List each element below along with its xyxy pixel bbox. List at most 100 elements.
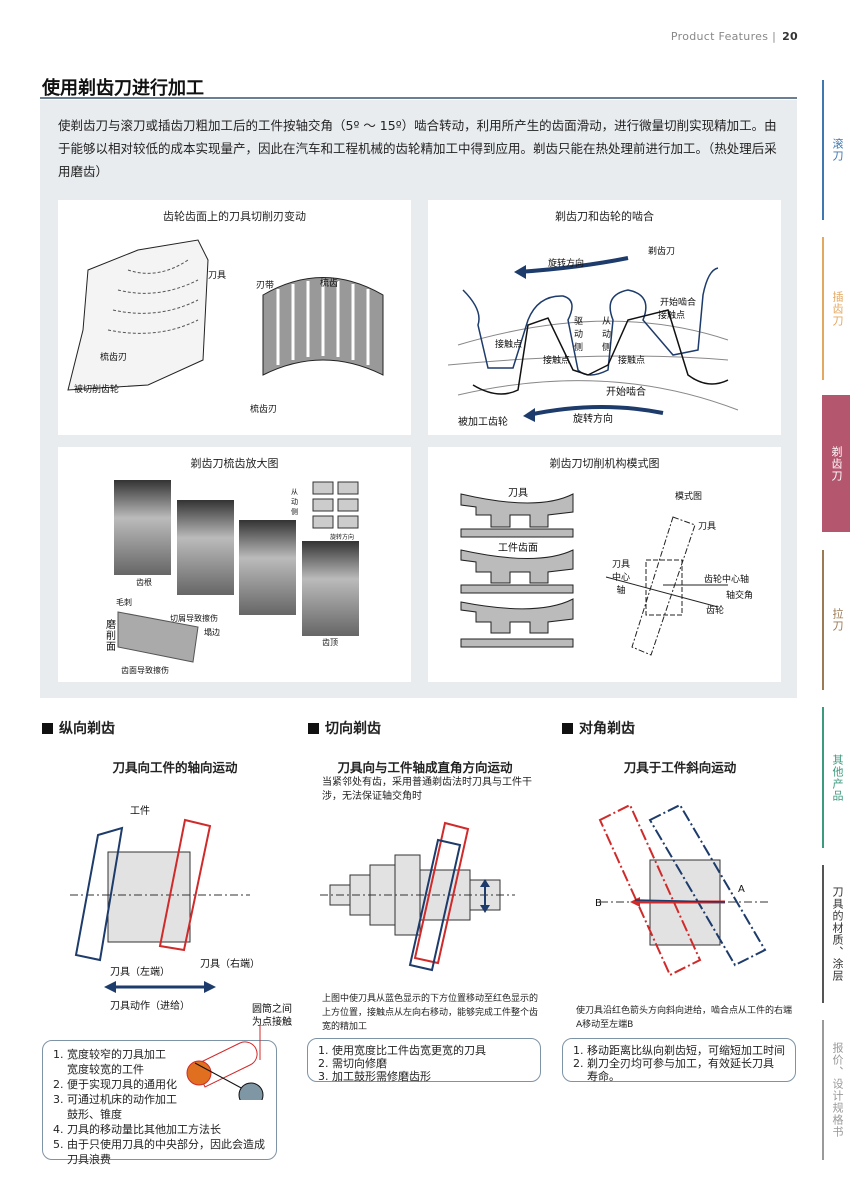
point: 宽度较宽的工件 — [67, 1063, 144, 1076]
side-tab-quote-spec[interactable]: 报价、设计规格书 — [822, 1020, 850, 1160]
label-gear: 齿轮 — [706, 606, 725, 616]
label-serration-edge: 梳齿刃 — [100, 353, 128, 363]
page-number: 20 — [782, 30, 798, 43]
mechanism-diagram — [460, 493, 728, 656]
label-contact: 接触点 — [618, 356, 646, 366]
section-subtitle: 刀具于工件斜向运动 — [623, 760, 737, 775]
label-serration-edge-2: 梳齿刃 — [250, 405, 278, 415]
label-gear-axis: 齿轮中心轴 — [704, 575, 750, 585]
label-workpiece: 工件 — [130, 806, 150, 817]
label-tool-right: 刀具（右端） — [200, 959, 260, 970]
panel-title: 剃齿刀和齿轮的啮合 — [555, 210, 654, 223]
side-tab-materials-coatings[interactable]: 刀具的材质、涂层 — [822, 865, 850, 1003]
point: 5. 由于只使用刀具的中央部分，因此会造成 — [53, 1138, 265, 1151]
tab-label: 滚刀 — [831, 138, 844, 162]
label-point-contact: 圆筒之间为点接触 — [252, 1004, 292, 1028]
serration-micrographs — [114, 480, 359, 663]
section-note: 使刀具沿红色箭头方向斜向进给，啮合点从工件的右端A移动至左端B — [576, 1006, 793, 1030]
label-rollover: 塌边 — [204, 628, 220, 637]
tab-label: 剃齿刀 — [830, 445, 843, 482]
label-tool: 刀具 — [208, 271, 227, 281]
label-tool-axis: 刀具中心轴 — [611, 560, 630, 596]
label-burr: 毛刺 — [116, 598, 132, 607]
gear-cutter-illustration — [67, 239, 384, 391]
label-a: A — [738, 884, 745, 895]
intro-text: 使剃齿刀与滚刀或插齿刀粗加工后的工件按轴交角（5º ～ 15º）啮合转动，利用所… — [58, 118, 777, 179]
tab-label: 拉刀 — [831, 608, 844, 632]
tab-label: 插齿刀 — [831, 290, 844, 327]
heading-text: 纵向剃齿 — [59, 721, 115, 737]
label-workgear: 被加工齿轮 — [458, 417, 508, 428]
panel-title: 剃齿刀梳齿放大图 — [190, 457, 279, 470]
panel-title: 齿轮齿面上的刀具切削刃变动 — [163, 210, 306, 223]
section-subtitle: 刀具向与工件轴成直角方向运动 — [337, 760, 513, 775]
heading-text: 切向剃齿 — [325, 721, 381, 737]
page-title: 使用剃齿刀进行加工 — [42, 78, 204, 99]
label-ground-face: 磨削面 — [106, 620, 116, 653]
side-tab-other-products[interactable]: 其他产品 — [822, 707, 850, 848]
label-rotation-bottom: 旋转方向 — [573, 414, 613, 425]
label-mesh-start: 开始啮合 — [606, 387, 646, 398]
point: 4. 刀具的移动量比其他加工方法长 — [53, 1123, 221, 1136]
label-tool-feed: 刀具动作（进给） — [110, 1001, 190, 1012]
label-contact: 接触点 — [495, 340, 523, 350]
cylinder-contact-icon — [186, 1025, 265, 1100]
section-heading-tangential: 切向剃齿 — [308, 718, 381, 738]
label-tool: 刀具 — [698, 522, 717, 532]
section-note: 上图中使刀具从蓝色显示的下方位置移动至红色显示的上方位置，接触点从左向右移动，能… — [322, 994, 539, 1032]
point: 1. 宽度较窄的刀具加工 — [53, 1048, 166, 1061]
label-tool: 刀具 — [508, 488, 528, 499]
point: 寿命。 — [587, 1070, 620, 1083]
separator: | — [772, 30, 777, 43]
diagonal-points: 1. 移动距离比纵向剃齿短，可缩短加工时间 2. 剃刀全刃均可参与加工，有效延长… — [562, 1038, 796, 1083]
photo-root — [114, 480, 171, 575]
panel-title: 剃齿刀切削机构模式图 — [549, 457, 660, 470]
label-driven-side: 从动侧 — [602, 317, 612, 353]
label-contact: 接触点 — [658, 311, 686, 321]
label-shaver: 剃齿刀 — [648, 247, 676, 257]
side-tab-shaper-cutter[interactable]: 插齿刀 — [822, 237, 850, 380]
label-contact: 接触点 — [543, 356, 571, 366]
section-heading-diagonal: 对角剃齿 — [562, 718, 635, 738]
tab-label: 刀具的材质、涂层 — [831, 886, 844, 982]
side-tab-broach[interactable]: 拉刀 — [822, 550, 850, 690]
title-divider — [40, 97, 797, 99]
label-serration: 梳齿 — [320, 279, 339, 289]
diagonal-diagram — [598, 803, 770, 977]
point: 2. 剃刀全刃均可参与加工，有效延长刀具 — [573, 1057, 774, 1070]
point: 鼓形、锥度 — [67, 1108, 122, 1121]
side-tab-shaving-cutter[interactable]: 剃齿刀 — [822, 395, 850, 532]
page-header: Product Features | 20 — [671, 30, 798, 43]
point: 1. 使用宽度比工件齿宽更宽的刀具 — [318, 1044, 486, 1057]
point: 2. 需切向修磨 — [318, 1057, 387, 1070]
point: 3. 可通过机床的动作加工 — [53, 1093, 177, 1106]
panel-meshing: 剃齿刀和齿轮的啮合 剃齿刀 旋转方向 开始啮合 接触点 驱动侧 从动侧 接触点 … — [428, 200, 781, 435]
label-tip: 齿顶 — [322, 638, 338, 647]
section-subtitle: 刀具向工件的轴向运动 — [112, 760, 238, 775]
label-mesh-start: 开始啮合 — [660, 298, 697, 308]
tangential-diagram — [320, 821, 515, 972]
label-chip-scratch: 切屑导致擦伤 — [170, 614, 218, 623]
label-driven-side: 从动侧 — [291, 488, 298, 516]
side-tab-hob[interactable]: 滚刀 — [822, 80, 850, 220]
point: 1. 移动距离比纵向剃齿短，可缩短加工时间 — [573, 1044, 785, 1057]
section-name: Product Features — [670, 30, 769, 43]
meshing-diagram — [447, 256, 739, 422]
label-cross-angle: 轴交角 — [726, 591, 754, 601]
heading-text: 对角剃齿 — [579, 721, 635, 737]
tab-label: 报价、设计规格书 — [831, 1042, 844, 1138]
point: 刀具浪费 — [67, 1153, 111, 1166]
label-schematic: 模式图 — [675, 492, 703, 502]
label-rotation: 旋转方向 — [330, 534, 355, 541]
section-desc: 当紧邻处有齿，采用普通剃齿法时刀具与工件干涉，无法保证轴交角时 — [322, 777, 532, 802]
label-workgear: 被切削齿轮 — [74, 385, 120, 395]
label-land: 刃带 — [256, 281, 275, 291]
point: 3. 加工鼓形需修磨齿形 — [318, 1070, 431, 1083]
point: 2. 便于实现刀具的通用化 — [53, 1078, 177, 1091]
label-root: 齿根 — [136, 578, 152, 587]
label-b: B — [595, 898, 602, 909]
tab-label: 其他产品 — [831, 753, 844, 802]
tangential-points: 1. 使用宽度比工件齿宽更宽的刀具 2. 需切向修磨 3. 加工鼓形需修磨齿形 — [307, 1038, 541, 1083]
label-face-scratch: 齿面导致擦伤 — [121, 666, 169, 675]
photo-tip — [302, 541, 359, 636]
